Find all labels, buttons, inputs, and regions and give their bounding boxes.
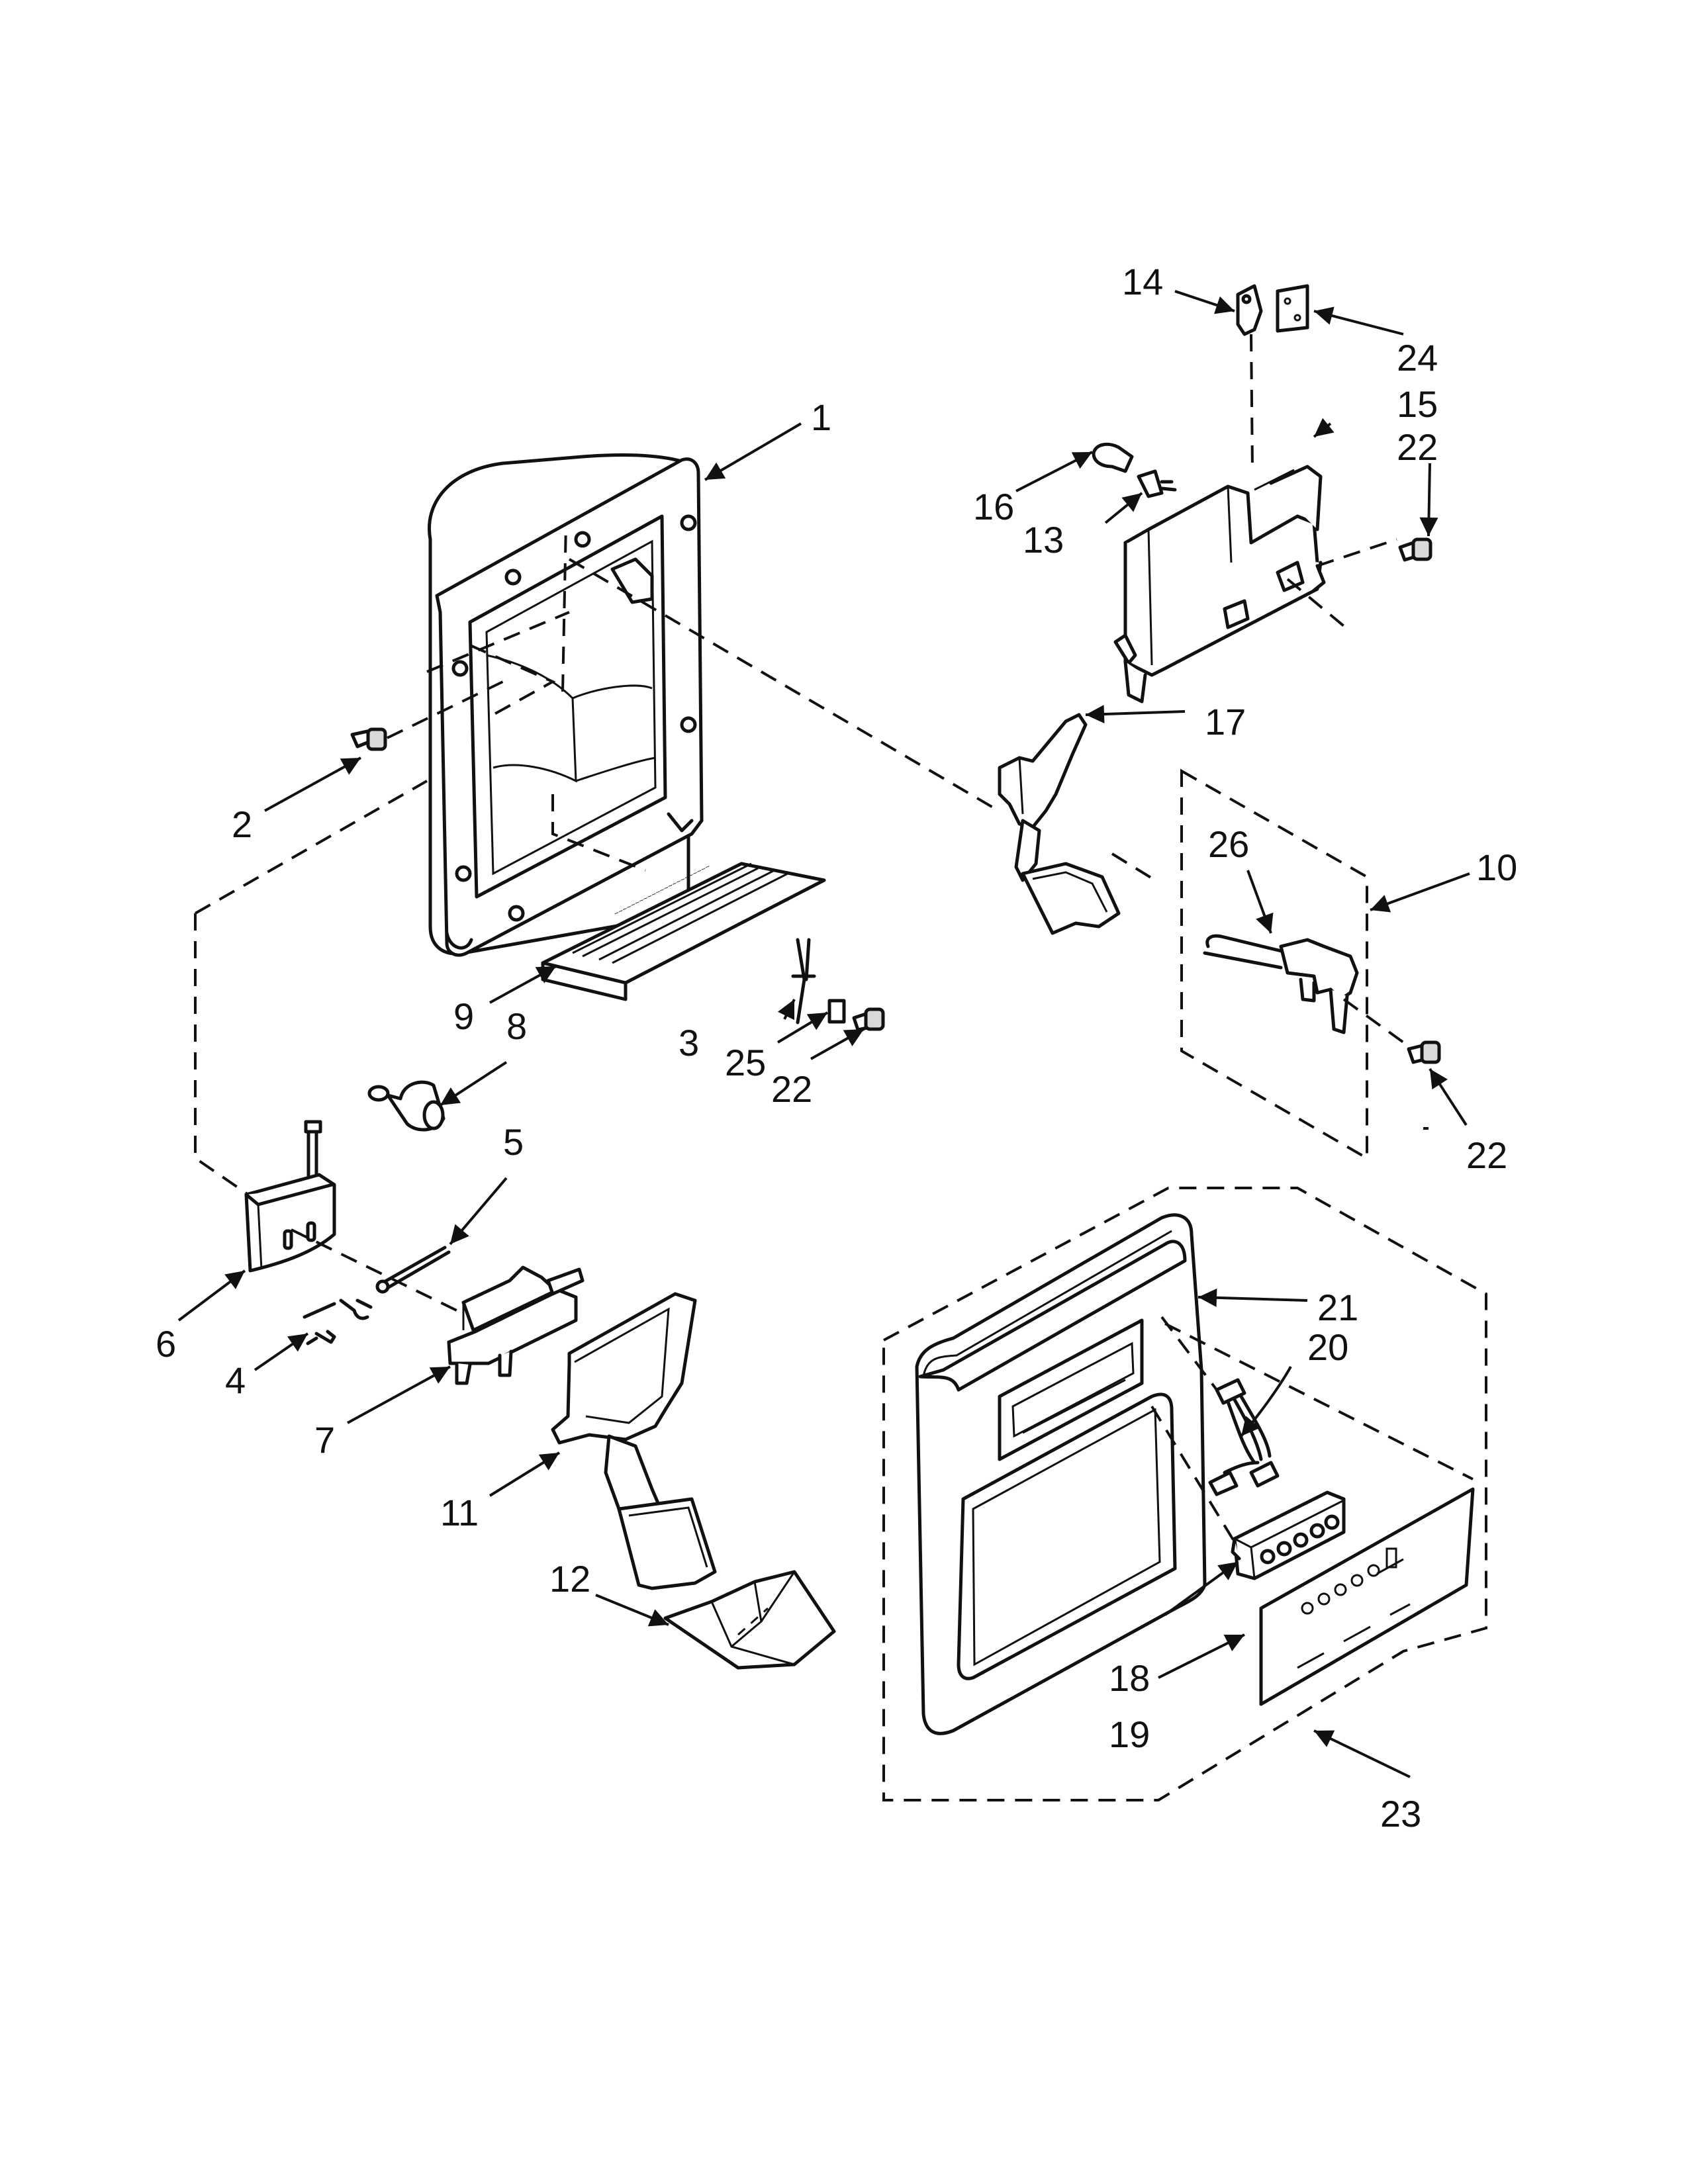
part-3-lever-spring <box>791 938 816 1024</box>
leader-lines <box>177 290 1470 1778</box>
callout-23: 23 <box>1380 1793 1421 1835</box>
callout-19: 19 <box>1109 1713 1150 1755</box>
callout-6: 6 <box>156 1323 176 1365</box>
callout-15: 15 <box>1397 383 1438 425</box>
callout-10: 10 <box>1476 846 1517 888</box>
part-19-control-decal <box>1259 1487 1475 1706</box>
callout-18: 18 <box>1109 1657 1150 1699</box>
part-5-pin <box>375 1246 451 1294</box>
part-17-water-lever <box>998 713 1121 935</box>
part-1-dispenser-housing <box>428 453 704 957</box>
callout-4: 4 <box>225 1359 246 1401</box>
callout-9: 9 <box>453 995 474 1037</box>
screw-holes <box>451 514 697 922</box>
callout-21: 21 <box>1317 1287 1358 1328</box>
phantom-lines <box>194 334 1487 1801</box>
part-22-screw-upper-right <box>1398 537 1432 562</box>
callout-22-right: 22 <box>1466 1134 1507 1176</box>
part-11-actuator-arm <box>551 1292 717 1590</box>
callout-7: 7 <box>314 1419 335 1461</box>
callout-labels: 1 2 3 4 5 6 7 8 9 10 11 12 13 14 15 16 1… <box>156 261 1517 1835</box>
callout-1: 1 <box>811 396 831 438</box>
part-15-upper-bracket <box>1113 465 1326 704</box>
callout-13: 13 <box>1023 519 1064 561</box>
part-22-screw-right <box>1407 1040 1441 1064</box>
part-6-solenoid <box>244 1120 336 1273</box>
part-21-front-panel <box>915 1213 1207 1735</box>
callout-22-upper: 22 <box>1397 426 1438 468</box>
part-20-wire-harness <box>1208 1378 1280 1496</box>
part-18-control-board <box>1231 1490 1346 1580</box>
callout-12: 12 <box>549 1558 590 1600</box>
part-7-actuator <box>447 1265 585 1385</box>
callout-22-center: 22 <box>771 1068 812 1110</box>
callout-26: 26 <box>1208 823 1249 865</box>
part-8-door-weight <box>367 1080 445 1132</box>
callout-5: 5 <box>503 1121 524 1163</box>
callout-25: 25 <box>725 1042 766 1083</box>
callout-11: 11 <box>440 1492 479 1533</box>
callout-17: 17 <box>1205 701 1246 743</box>
part-2-screw <box>350 727 387 751</box>
callout-3: 3 <box>679 1022 699 1064</box>
part-24-insulator <box>1276 284 1309 333</box>
part-25-clip <box>827 999 846 1024</box>
part-22-screw-lower-center <box>852 1007 885 1032</box>
callout-16: 16 <box>973 486 1014 527</box>
part-4-springs <box>303 1298 373 1345</box>
callout-14: 14 <box>1122 261 1163 302</box>
callout-24: 24 <box>1397 337 1438 379</box>
part-26-water-lever-assembly <box>1203 934 1359 1034</box>
callout-2: 2 <box>232 803 252 845</box>
callout-20: 20 <box>1307 1326 1348 1368</box>
part-16-light-bulb <box>1092 442 1134 473</box>
part-12-funnel <box>663 1570 836 1670</box>
part-14-switch <box>1236 284 1263 336</box>
callout-8: 8 <box>506 1005 527 1047</box>
part-13-lamp-socket <box>1137 469 1177 498</box>
